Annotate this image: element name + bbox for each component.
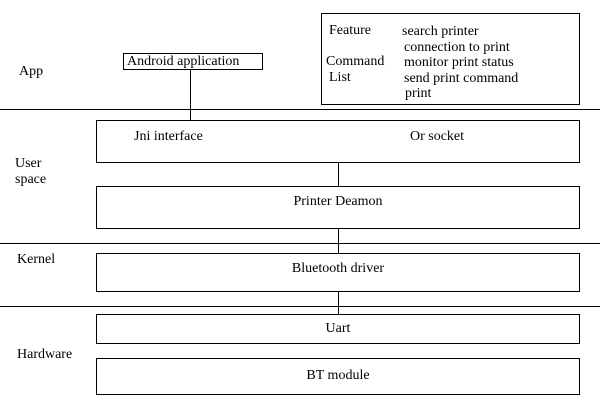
feature-item: search printer (402, 24, 479, 39)
divider-app-user (0, 109, 600, 110)
connector-app-to-interface (190, 70, 191, 120)
divider-user-kernel (0, 243, 600, 244)
connector-driver-to-uart (338, 292, 339, 314)
uart-box: Uart (96, 314, 580, 344)
feature-heading-line-3: List (329, 70, 351, 85)
bluetooth-driver-box: Bluetooth driver (96, 253, 580, 292)
jni-interface-label: Jni interface (134, 129, 203, 144)
android-application-label: Android application (127, 54, 240, 69)
or-socket-label: Or socket (410, 129, 465, 144)
bluetooth-driver-label: Bluetooth driver (291, 261, 385, 276)
feature-command-list-box: Feature Command List search printer conn… (321, 13, 580, 105)
layer-label-user-space: User space (15, 156, 47, 187)
divider-kernel-hardware (0, 306, 600, 307)
feature-item: monitor print status (404, 55, 514, 70)
layer-label-hardware: Hardware (17, 347, 73, 362)
feature-heading-line-2: Command (326, 54, 385, 69)
connector-interface-to-daemon (338, 163, 339, 186)
layer-label-app: App (19, 64, 44, 79)
android-application-box: Android application (123, 53, 263, 70)
feature-heading-line-1: Feature (329, 23, 371, 38)
bt-module-label: BT module (306, 368, 370, 383)
uart-label: Uart (325, 321, 351, 336)
feature-item: connection to print (404, 40, 510, 55)
feature-item: print (405, 86, 432, 101)
connector-daemon-to-driver (338, 229, 339, 253)
bt-module-box: BT module (96, 358, 580, 395)
printer-daemon-label: Printer Deamon (293, 194, 383, 209)
printer-daemon-box: Printer Deamon (96, 186, 580, 229)
interface-box: Jni interface Or socket (96, 120, 580, 163)
feature-item: send print command (404, 71, 519, 86)
layer-label-kernel: Kernel (17, 252, 56, 267)
